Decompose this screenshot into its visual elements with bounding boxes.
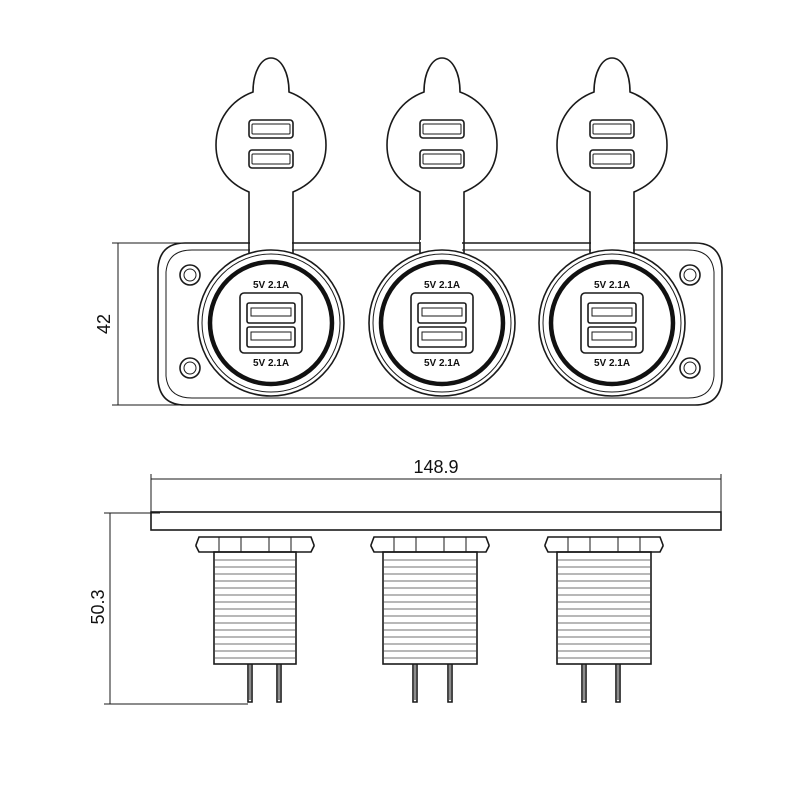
front-view: 5V 2.1A 5V 2.1A 5V 2.1A 5V 2.1A bbox=[94, 57, 723, 406]
width-dimension: 148.9 bbox=[150, 457, 722, 528]
port-label-top: 5V 2.1A bbox=[424, 280, 460, 291]
mounting-hole-bottom-right bbox=[679, 357, 701, 379]
mounting-hole-top-right bbox=[679, 264, 701, 286]
width-dimension-label: 148.9 bbox=[413, 457, 458, 477]
mounting-hole-bottom-left bbox=[179, 357, 201, 379]
panel-plate-side bbox=[150, 511, 722, 531]
port-label-bottom: 5V 2.1A bbox=[594, 358, 630, 369]
height-dimension-label: 42 bbox=[94, 314, 114, 334]
dust-cap-2 bbox=[386, 57, 498, 242]
depth-dimension: 50.3 bbox=[88, 512, 248, 705]
port-label-bottom: 5V 2.1A bbox=[424, 358, 460, 369]
usb-socket-1: 5V 2.1A 5V 2.1A bbox=[197, 249, 345, 397]
socket-body-side-2 bbox=[370, 536, 490, 703]
side-view: 148.9 bbox=[88, 457, 722, 705]
depth-dimension-label: 50.3 bbox=[88, 589, 108, 624]
dust-cap-1 bbox=[215, 57, 327, 242]
port-label-top: 5V 2.1A bbox=[594, 280, 630, 291]
socket-body-side-3 bbox=[544, 536, 664, 703]
mounting-hole-top-left bbox=[179, 264, 201, 286]
dust-cap-3 bbox=[556, 57, 668, 242]
usb-socket-3: 5V 2.1A 5V 2.1A bbox=[538, 249, 686, 397]
port-label-bottom: 5V 2.1A bbox=[253, 358, 289, 369]
height-dimension: 42 bbox=[94, 242, 182, 406]
socket-body-side-1 bbox=[195, 536, 315, 703]
port-label-top: 5V 2.1A bbox=[253, 280, 289, 291]
usb-socket-2: 5V 2.1A 5V 2.1A bbox=[368, 249, 516, 397]
